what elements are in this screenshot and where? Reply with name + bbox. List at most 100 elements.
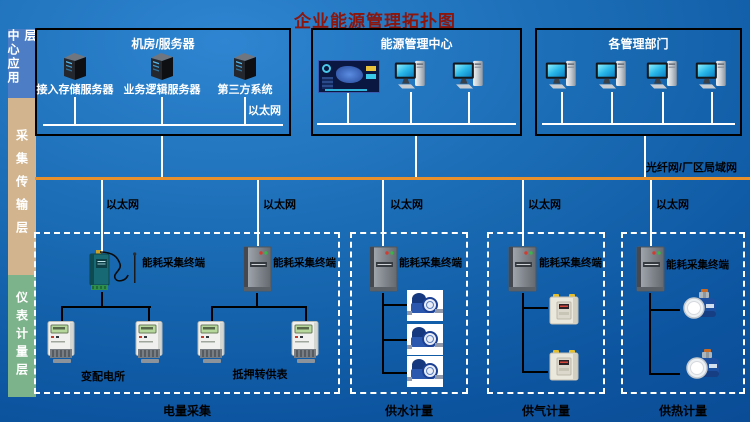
- connector-line: [651, 309, 680, 311]
- connector-line: [468, 92, 470, 123]
- backbone-label: 光纤网/厂区局域网: [645, 162, 737, 174]
- connector-line: [650, 180, 652, 246]
- connector-line: [711, 92, 713, 123]
- connector-line: [410, 92, 412, 123]
- chart-block: [366, 66, 376, 71]
- departments-title: 各管理部门: [608, 37, 669, 51]
- ethernet-label: 以太网: [248, 105, 281, 117]
- connector-line: [524, 307, 548, 309]
- dtu-terminal-icon: [89, 250, 137, 290]
- connector-line: [384, 304, 407, 306]
- ethernet-label: 以太网: [656, 199, 689, 211]
- connector-line: [649, 293, 651, 375]
- connector-line: [384, 339, 407, 341]
- substation-label: 变配电所: [81, 371, 125, 383]
- connector-line: [101, 292, 103, 307]
- group-caption-electricity: 电量采集: [162, 404, 211, 418]
- collector-terminal-icon: [636, 246, 665, 292]
- connector-line: [662, 92, 664, 123]
- server-icon: [151, 53, 173, 80]
- energy-center-group: 能源管理中心: [311, 28, 522, 136]
- computer-icon: [595, 60, 626, 89]
- map-graphic: [336, 66, 363, 83]
- gas-metering-group: 能耗采集终端: [487, 232, 605, 394]
- computer-icon: [646, 60, 677, 89]
- gas-meter-icon: [549, 294, 579, 325]
- data-list-block: [322, 77, 333, 89]
- terminal-label: 能耗采集终端: [142, 257, 205, 269]
- connector-line: [244, 97, 246, 124]
- connector-line: [211, 306, 307, 308]
- ethernet-label: 以太网: [263, 199, 296, 211]
- transfer-meter-label: 抵押转供表: [232, 369, 288, 381]
- connector-line: [522, 180, 524, 246]
- group-caption-water: 供水计量: [384, 404, 433, 418]
- connector-line: [415, 136, 417, 178]
- connector-line: [644, 136, 646, 178]
- connector-line: [61, 306, 151, 308]
- server-label: 接入存储服务器: [36, 84, 114, 96]
- electricity-collection-group: 能耗采集终端 变配电所: [34, 232, 340, 394]
- connector-line: [211, 308, 213, 322]
- server-label: 业务逻辑服务器: [123, 84, 201, 96]
- server-icon: [234, 53, 256, 80]
- connector-line: [561, 92, 563, 123]
- computer-icon: [545, 60, 576, 89]
- layer-band-transmission: 采集传输层: [8, 98, 36, 275]
- connector-line: [651, 373, 680, 375]
- gas-meter-icon: [549, 350, 579, 381]
- connector-line: [161, 97, 163, 124]
- terminal-label: 能耗采集终端: [539, 257, 602, 269]
- ethernet-label: 以太网: [390, 199, 423, 211]
- connector-line: [542, 123, 735, 125]
- heat-metering-group: 能耗采集终端: [621, 232, 745, 394]
- connector-line: [382, 293, 384, 374]
- dashboard-screen: [318, 60, 380, 93]
- collector-terminal-icon: [243, 246, 272, 292]
- energy-center-title: 能源管理中心: [380, 37, 453, 51]
- ethernet-label: 以太网: [106, 199, 139, 211]
- water-meter-icon: [407, 290, 443, 321]
- connector-line: [384, 372, 407, 374]
- backbone-bus-line: [35, 177, 750, 180]
- ethernet-label: 以太网: [528, 199, 561, 211]
- computer-icon: [452, 60, 483, 89]
- chart-block: [325, 89, 367, 91]
- group-caption-gas: 供气计量: [521, 404, 570, 418]
- connector-line: [101, 180, 103, 253]
- electric-meter-icon: [135, 321, 163, 363]
- collector-terminal-icon: [369, 246, 398, 292]
- connector-line: [522, 293, 524, 373]
- heat-flowmeter-icon: [686, 349, 719, 379]
- connector-line: [161, 136, 163, 178]
- connector-line: [524, 371, 548, 373]
- computer-icon: [695, 60, 726, 89]
- connector-line: [305, 308, 307, 322]
- connector-line: [256, 293, 258, 306]
- server-room-group: 机房/服务器 接入存储服务器 业务逻辑服务器 第三: [35, 28, 291, 136]
- connector-line: [148, 308, 150, 322]
- electric-meter-icon: [197, 321, 225, 363]
- water-meter-icon: [407, 324, 443, 355]
- heat-flowmeter-icon: [683, 289, 716, 319]
- terminal-label: 能耗采集终端: [399, 257, 462, 269]
- connector-line: [382, 180, 384, 246]
- terminal-label: 能耗采集终端: [666, 259, 729, 271]
- connector-line: [61, 308, 63, 322]
- collector-terminal-icon: [508, 246, 537, 292]
- page-title: 企业能源管理拓扑图: [294, 12, 456, 31]
- layer-band-application: 中心应用层: [6, 29, 37, 98]
- connector-line: [611, 92, 613, 123]
- connector-line: [317, 123, 516, 125]
- terminal-label: 能耗采集终端: [273, 257, 336, 269]
- connector-line: [347, 93, 349, 123]
- departments-group: 各管理部门: [535, 28, 742, 136]
- group-caption-heat: 供热计量: [658, 404, 707, 418]
- server-icon: [64, 53, 86, 80]
- layer-band-metering: 仪表计量层: [8, 275, 36, 397]
- chart-block: [366, 74, 376, 79]
- connector-line: [74, 97, 76, 124]
- electric-meter-icon: [291, 321, 319, 363]
- computer-icon: [394, 60, 425, 89]
